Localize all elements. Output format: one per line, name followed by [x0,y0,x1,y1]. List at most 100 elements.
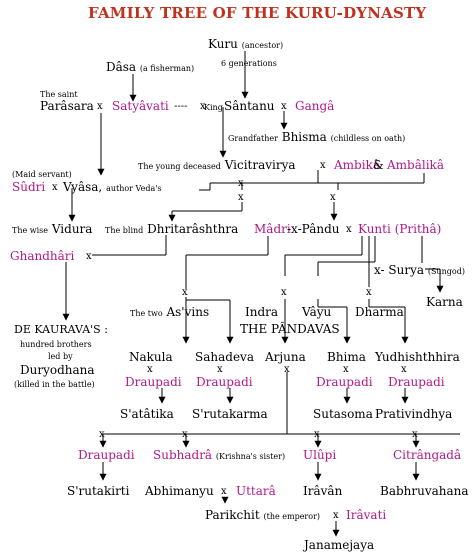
marriage-x: x [86,251,92,262]
node-ulupi: Ulûpi [303,448,337,462]
dhritarashthra-name: Dhritarâshthra [147,222,239,236]
vyasa-name: Vyâsa, [63,180,103,194]
page-title: FAMILY TREE OF THE KURU-DYNASTY [88,4,427,22]
node-sudri: Sûdri [12,180,46,194]
node-srutakarma: S'rutakarma [192,407,268,421]
node-pandu: -x-Pându [287,222,340,236]
node-srutakirti: S'rutakirti [67,484,130,498]
marriage-x: x [284,364,290,375]
node-draupadi: Draupadi [316,375,373,389]
marriage-x: x [221,486,227,497]
subhadra-name: Subhadrâ [153,448,213,462]
marriage-x: x [238,178,244,189]
node-karna: Karna [426,295,463,309]
marriage-x: x [412,429,418,440]
node-dasa: Dâsa (a fisherman) [106,60,194,76]
node-bhima: Bhima [327,350,366,364]
node-vicitravirya: The young deceased Vicitravirya [138,158,296,174]
kuru-note: (ancestor) [241,41,284,50]
marriage-x: x [217,364,223,375]
marriage-x: x [200,101,206,112]
surya-note: (Sungod) [427,267,465,276]
node-draupadi: Draupadi [78,448,135,462]
node-iravan: Irâvân [303,484,343,498]
node-subhadra: Subhadrâ (Krishna's sister) [153,448,285,464]
node-uttara: Uttarâ [236,484,276,498]
parikchit-note: (the emperor) [263,512,321,521]
node-duryodhana: Duryodhana [20,363,95,377]
marriage-x: x [346,224,352,235]
marriage-x: x [238,192,244,203]
node-citrangada: Citrângadâ [393,448,462,462]
marriage-x: x [182,287,188,298]
node-abhimanyu: Abhimanyu [145,484,214,498]
node-surya: x- Surya (Sungod) [374,263,465,279]
node-prativindhya: Prativindhya [375,407,453,421]
node-yudhishthira: Yudhishthhira [375,350,460,364]
six-generations-label: 6 generations [221,59,277,68]
node-babhruvahana: Babhruvahana [380,484,469,498]
bhisma-prefix: Grandfather [228,134,278,143]
kauravas-line2: led by [48,352,73,361]
node-dharma: Dharma [355,305,404,319]
surya-name: x- Surya [374,263,425,277]
marriage-x: x [366,287,372,298]
node-kunti: Kunti (Prithâ) [358,222,442,236]
node-nakula: Nakula [129,350,173,364]
marriage-x: x [314,429,320,440]
marriage-x: x [52,182,58,193]
node-santanu: Sântanu [224,99,275,113]
ampersand: & [373,158,384,172]
marriage-x: x [97,101,103,112]
node-ganga: Gangâ [295,99,335,113]
node-vidura: The wise Vidura [12,222,92,238]
node-kuru: Kuru (ancestor) [208,37,283,53]
sudri-note: (Maid servant) [12,170,72,179]
marriage-x: x [182,429,188,440]
santanu-prefix: King [204,103,223,112]
marriage-x: x [99,429,105,440]
node-indra: Indra [245,305,279,319]
dashes-label: ---- [174,101,188,112]
node-madri: Mâdri [254,222,291,236]
marriage-x: x [281,287,287,298]
kuru-name: Kuru [208,37,238,51]
node-parasara: Parâsara [40,99,94,113]
node-dhritarashthra: The blind Dhritarâshthra [105,222,238,238]
bhisma-note: (childless on oath) [330,134,406,143]
node-draupadi: Draupadi [125,375,182,389]
dasa-note: (a fisherman) [139,64,195,73]
vyasa-note: author Veda's [106,184,162,193]
node-vayu: Vâyu [302,305,332,319]
node-janamejaya: Janamejaya [304,538,375,552]
marriage-x: x [147,364,153,375]
node-bhisma: Grandfather Bhisma (childless on oath) [228,130,405,146]
node-draupadi: Draupadi [196,375,253,389]
dhritarashthra-prefix: The blind [105,226,144,235]
parasara-prefix: The saint [40,90,78,99]
node-parikchit: Parikchit (the emperor) [205,508,320,524]
marriage-x: x [343,364,349,375]
node-satyavati: Satyâvati [112,99,169,113]
node-sahadeva: Sahadeva [195,350,254,364]
node-satatika: S'atâtika [120,407,174,421]
marriage-x: x [320,160,326,171]
marriage-x: x [330,192,336,203]
vicitravirya-prefix: The young deceased [138,162,221,171]
node-vyasa: Vyâsa, author Veda's [63,180,162,196]
node-ambalika: Ambâlikâ [387,158,444,172]
node-draupadi: Draupadi [388,375,445,389]
node-gandhari: Ghandhâri [10,249,75,263]
pandavas-label: THE PÂNDAVAS [240,322,340,336]
asvins-name: As'vins [166,305,210,319]
marriage-x: x [401,364,407,375]
dasa-name: Dâsa [106,60,137,74]
node-asvins: The two As'vins [130,305,209,321]
marriage-x: x [281,101,287,112]
vidura-prefix: The wise [12,226,49,235]
node-arjuna: Arjuna [265,350,306,364]
node-iravati: Irâvati [346,508,387,522]
parikchit-name: Parikchit [205,508,260,522]
